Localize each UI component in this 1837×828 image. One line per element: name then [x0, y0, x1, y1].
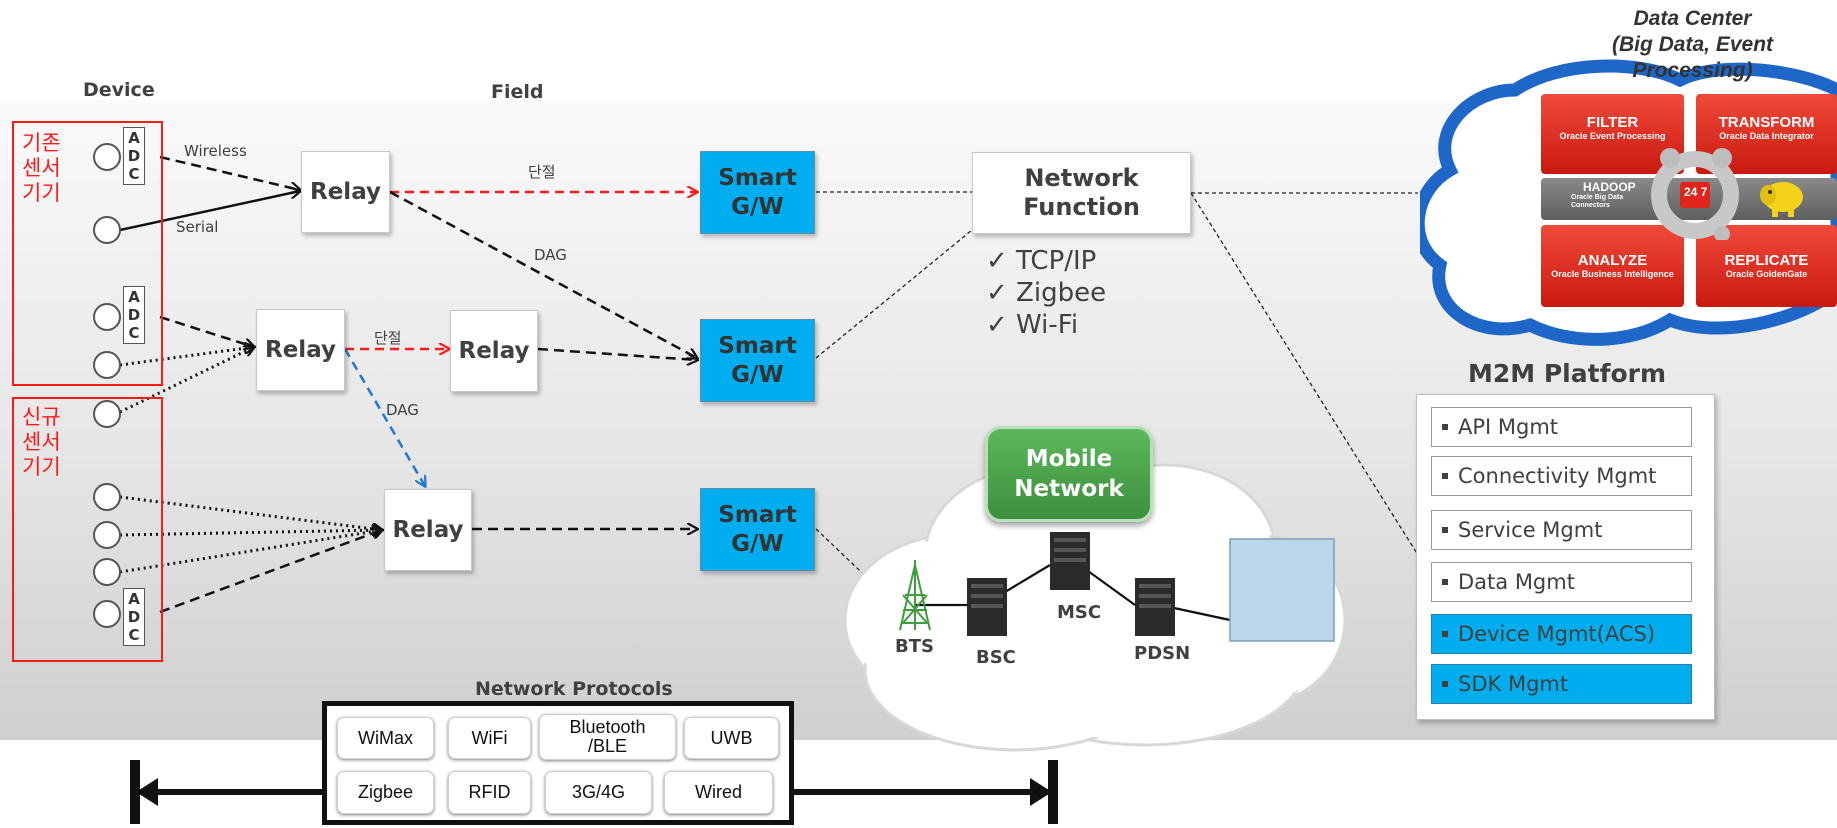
existing-sensor-frame [12, 121, 163, 386]
network-protocols-title: Network Protocols [475, 678, 673, 700]
analyze-tile: ANALYZE Oracle Business Intelligence [1541, 225, 1684, 307]
protocol-chip: 3G/4G [545, 771, 652, 814]
bullet-icon [1442, 527, 1448, 533]
m2m-platform-title: M2M Platform [1468, 359, 1666, 388]
device-header: Device [83, 79, 155, 101]
sensor-nodes [93, 143, 121, 628]
cut-label: 단절 [528, 163, 556, 181]
server-icon [1135, 578, 1175, 636]
sensor-node [93, 303, 121, 331]
m2m-item-highlighted: Device Mgmt(ACS) [1431, 614, 1692, 654]
sensor-node [93, 600, 121, 628]
sensor-node [93, 558, 121, 586]
protocol-check: ✓ Wi-Fi [986, 310, 1079, 340]
protocol-chip: WiMax [337, 717, 434, 759]
sensor-node [93, 351, 121, 379]
mobile-network-badge: Mobile Network [985, 426, 1153, 522]
existing-sensor-label: 기존 센서 기기 [22, 131, 61, 205]
bsc-label: BSC [976, 647, 1016, 668]
relay-node: Relay [450, 310, 538, 392]
network-function-box: Network Function [972, 152, 1191, 234]
sensor-node [93, 521, 121, 549]
new-sensor-frame [12, 397, 163, 662]
wireless-label: Wireless [184, 142, 247, 160]
bts-tower-icon [899, 560, 931, 631]
protocol-check: ✓ TCP/IP [986, 246, 1097, 276]
protocol-check: ✓ Zigbee [986, 278, 1107, 308]
protocol-chip: WiFi [448, 717, 531, 759]
protocol-chip: UWB [684, 717, 779, 759]
mobile-network-cloud [845, 463, 1345, 752]
protocol-chip: RFID [448, 771, 531, 814]
protocol-chip: Wired [664, 771, 773, 814]
m2m-item: Data Mgmt [1431, 562, 1692, 602]
m2m-item-highlighted: SDK Mgmt [1431, 664, 1692, 704]
filter-tile: FILTER Oracle Event Processing [1541, 94, 1684, 174]
serial-label: Serial [176, 218, 219, 236]
dag-label: DAG [386, 401, 419, 419]
m2m-item: Service Mgmt [1431, 510, 1692, 550]
link-wireless [159, 155, 300, 190]
sensor-node [93, 483, 121, 511]
new-sensor-label: 신규 센서 기기 [22, 405, 61, 479]
placeholder-box [1229, 538, 1335, 642]
24-7-badge: 24 7 [1684, 185, 1708, 199]
bullet-icon [1442, 424, 1448, 430]
server-icon [967, 578, 1007, 636]
bullet-icon [1442, 631, 1448, 637]
smart-gateway: Smart G/W [700, 319, 815, 402]
smart-gateway: Smart G/W [700, 488, 815, 571]
m2m-item: API Mgmt [1431, 407, 1692, 447]
bts-label: BTS [895, 636, 934, 657]
cut-label: 단절 [374, 329, 402, 347]
m2m-item: Connectivity Mgmt [1431, 456, 1692, 496]
pdsn-label: PDSN [1134, 643, 1191, 664]
protocol-chip: Zigbee [337, 771, 434, 814]
data-center-title: Data Center (Big Data, Event Processing) [1611, 7, 1774, 82]
relay-node: Relay [301, 151, 390, 233]
link-dag-1 [389, 190, 697, 358]
msc-label: MSC [1057, 602, 1102, 623]
server-icon [1050, 532, 1090, 590]
sensor-node [93, 143, 121, 171]
relay-node: Relay [256, 309, 345, 391]
dag-label: DAG [534, 246, 567, 264]
link-dag-2 [343, 348, 425, 486]
bullet-icon [1442, 681, 1448, 687]
field-header: Field [491, 81, 544, 103]
sensor-node [93, 216, 121, 244]
smart-gateway: Smart G/W [700, 151, 815, 234]
processing-hub-icon [1651, 148, 1739, 240]
bullet-icon [1442, 579, 1448, 585]
protocol-chip: Bluetooth /BLE [539, 714, 676, 760]
relay-node: Relay [384, 489, 472, 571]
link-serial [119, 191, 300, 232]
bullet-icon [1442, 473, 1448, 479]
elephant-icon [1760, 182, 1803, 217]
sensor-node [93, 400, 121, 428]
